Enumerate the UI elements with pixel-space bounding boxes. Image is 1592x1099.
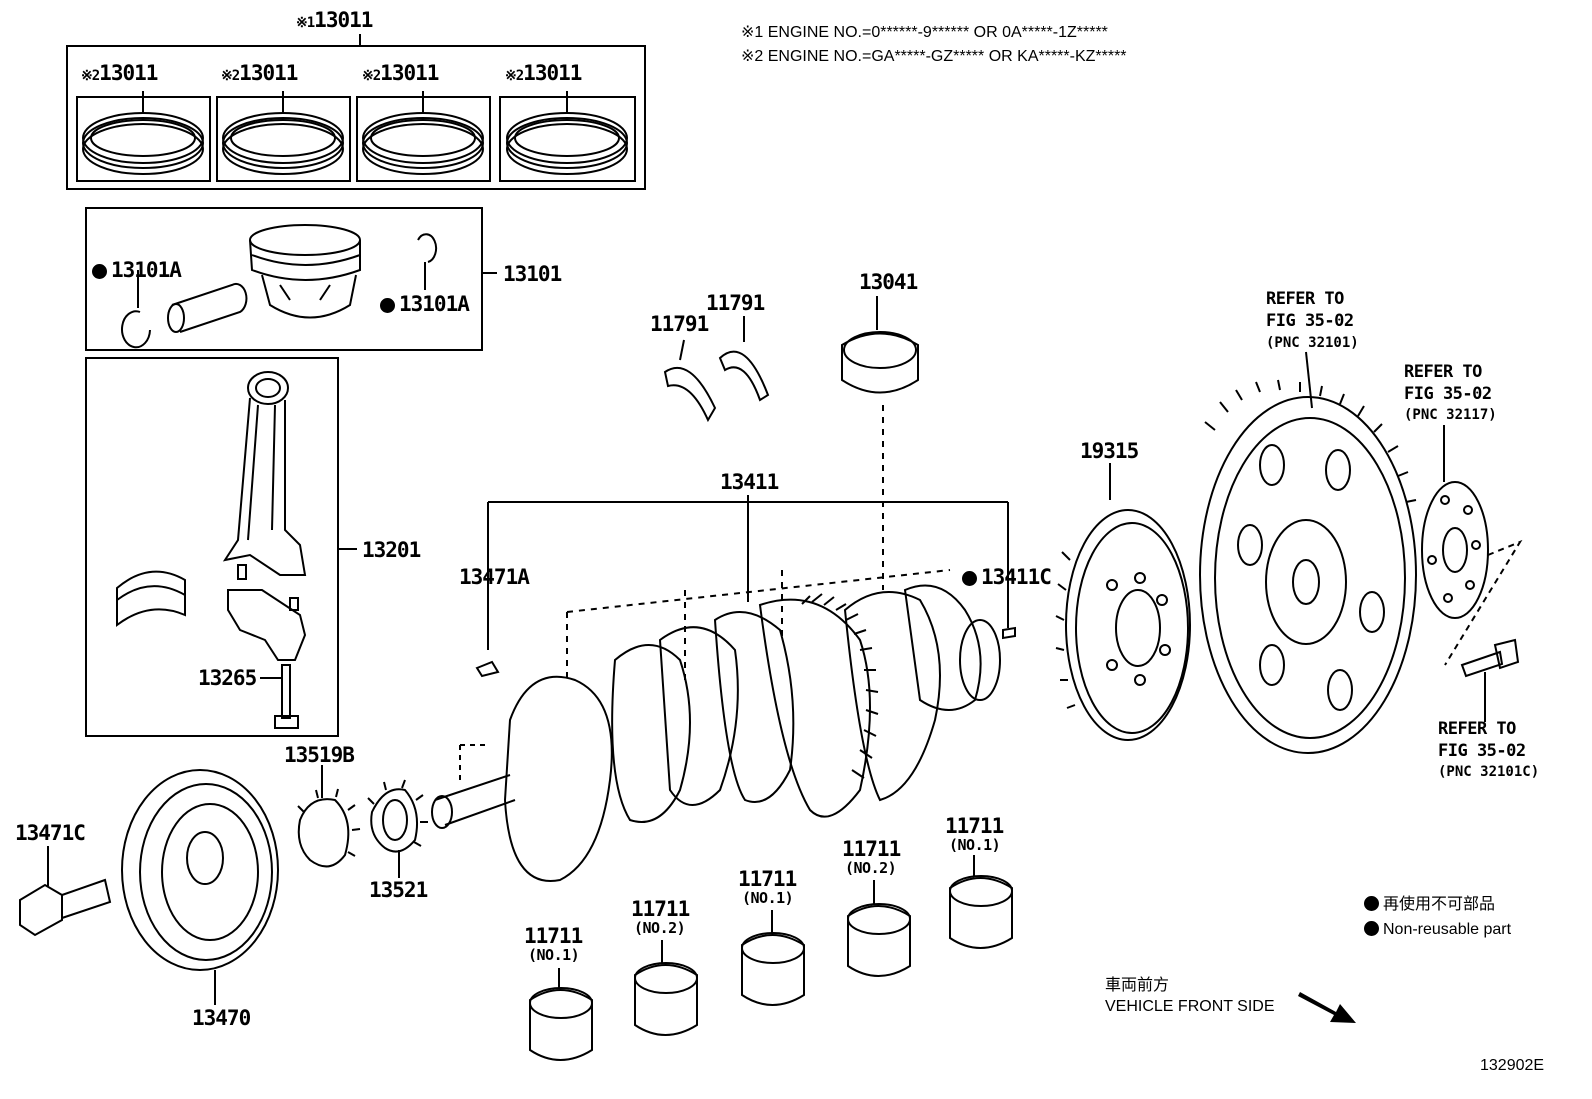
crank-pulley-icon xyxy=(121,769,279,971)
part-label-pulley-bolt[interactable]: 13471C xyxy=(15,821,86,845)
non-reusable-dot-icon xyxy=(962,571,977,586)
flywheel-icon xyxy=(1199,379,1417,754)
spacer-plate-icon xyxy=(1421,481,1489,619)
part-label-main-bearing-2[interactable]: 11711 xyxy=(631,897,690,921)
snap-ring-icon xyxy=(417,233,438,263)
part-label-ring-set-3[interactable]: ※213011 xyxy=(362,61,439,85)
main-bearing-icon xyxy=(741,932,805,1006)
part-label-ring-set-group[interactable]: ※113011 xyxy=(296,8,373,32)
part-label-main-bearing-1[interactable]: 11711 xyxy=(524,924,583,948)
part-label-main-bearing-5[interactable]: 11711 xyxy=(945,814,1004,838)
engine-note-2: ※2 ENGINE NO.=GA*****-GZ***** OR KA*****… xyxy=(741,48,1127,65)
reference-spacer-line3[interactable]: (PNC 32117) xyxy=(1404,407,1497,423)
ring-set-group-mark: ※1 xyxy=(296,15,315,31)
part-number: 13011 xyxy=(99,61,158,85)
non-reusable-dot-icon xyxy=(1364,896,1379,911)
snap-ring-icon xyxy=(121,310,151,349)
reference-bolt-line3[interactable]: (PNC 32101C) xyxy=(1438,764,1540,780)
piston-ring-icon xyxy=(362,91,484,175)
rod-bearing-icon xyxy=(116,570,186,628)
main-bearing-1-sub: (NO.1) xyxy=(528,946,580,964)
piston-ring-icon xyxy=(82,91,204,175)
pulley-bolt-icon xyxy=(19,878,112,937)
main-bearing-icon xyxy=(949,875,1013,949)
main-bearing-icon xyxy=(529,987,593,1061)
piston-ring-icon xyxy=(506,91,628,175)
connecting-rod-frame xyxy=(85,357,339,737)
part-label-rod-bolt[interactable]: 13265 xyxy=(198,666,257,690)
part-label-pulley[interactable]: 13470 xyxy=(192,1006,251,1030)
reference-spacer-line1: REFER TO xyxy=(1404,362,1482,382)
crank-key-icon xyxy=(475,660,500,678)
ring-set-mark: ※2 xyxy=(505,68,524,84)
part-number: 13011 xyxy=(239,61,298,85)
part-label-piston-clip-left[interactable]: 13101A xyxy=(92,260,182,281)
part-label-timing-gear[interactable]: 13519B xyxy=(284,743,355,767)
part-label-crank-key[interactable]: 13471A xyxy=(459,565,530,589)
thrust-washer-icon xyxy=(718,350,770,402)
main-bearing-icon xyxy=(634,962,698,1036)
piston-ring-icon xyxy=(222,91,344,175)
piston-pin-icon xyxy=(167,282,248,333)
part-number: 13011 xyxy=(314,8,373,32)
main-bearing-icon xyxy=(847,903,911,977)
reference-flywheel-line1: REFER TO xyxy=(1266,289,1344,309)
reference-flywheel-line3[interactable]: (PNC 32101) xyxy=(1266,335,1359,351)
crankshaft-icon xyxy=(431,584,1001,882)
part-label-rod-bearing[interactable]: 13041 xyxy=(859,270,918,294)
part-label-crank-sprocket[interactable]: 13521 xyxy=(369,878,428,902)
crank-sprocket-icon xyxy=(367,779,428,853)
bearing-shell-icon xyxy=(841,331,919,394)
part-label-connecting-rod[interactable]: 13201 xyxy=(362,538,421,562)
part-number: 13011 xyxy=(380,61,439,85)
piston-frame xyxy=(85,207,483,351)
part-label-crank-pin[interactable]: 13411C xyxy=(962,567,1052,588)
crank-pin-icon xyxy=(1002,626,1016,640)
main-bearing-3-sub: (NO.1) xyxy=(742,889,794,907)
reference-flywheel-line2: FIG 35-02 xyxy=(1266,311,1354,331)
part-label-main-bearing-4[interactable]: 11711 xyxy=(842,837,901,861)
ring-set-mark: ※2 xyxy=(362,68,381,84)
thrust-washer-icon xyxy=(663,366,717,423)
part-number: 13011 xyxy=(523,61,582,85)
flywheel-bolt-icon xyxy=(1460,638,1520,678)
ring-set-mark: ※2 xyxy=(221,68,240,84)
non-reusable-dot-icon xyxy=(92,264,107,279)
part-label-main-bearing-3[interactable]: 11711 xyxy=(738,867,797,891)
vehicle-front-arrow-icon xyxy=(1298,992,1356,1023)
main-bearing-5-sub: (NO.1) xyxy=(949,836,1001,854)
part-label-ring-set-4[interactable]: ※213011 xyxy=(505,61,582,85)
ring-set-group-frame xyxy=(66,45,646,190)
illustration-id: 132902E xyxy=(1480,1057,1545,1074)
engine-note-1: ※1 ENGINE NO.=0******-9****** OR 0A*****… xyxy=(741,24,1108,41)
part-label-ring-set-2[interactable]: ※213011 xyxy=(221,61,298,85)
non-reusable-dot-icon xyxy=(1364,921,1379,936)
connecting-rod-icon xyxy=(222,371,307,729)
non-reusable-dot-icon xyxy=(380,298,395,313)
drive-plate-icon xyxy=(1055,509,1191,741)
ring-set-mark: ※2 xyxy=(81,68,100,84)
main-bearing-4-sub: (NO.2) xyxy=(845,859,897,877)
part-label-thrust-washer-b[interactable]: 11791 xyxy=(706,291,765,315)
piston-icon xyxy=(249,224,361,319)
part-label-ring-set-1[interactable]: ※213011 xyxy=(81,61,158,85)
part-label-drive-plate[interactable]: 19315 xyxy=(1080,439,1139,463)
reference-bolt-line1: REFER TO xyxy=(1438,719,1516,739)
part-label-crankshaft[interactable]: 13411 xyxy=(720,470,779,494)
legend-en: Non-reusable part xyxy=(1364,921,1511,938)
reference-bolt-line2: FIG 35-02 xyxy=(1438,741,1526,761)
part-label-thrust-washer-a[interactable]: 11791 xyxy=(650,312,709,336)
direction-jp: 車両前方 xyxy=(1105,977,1170,994)
direction-en: VEHICLE FRONT SIDE xyxy=(1105,998,1275,1015)
reference-spacer-line2: FIG 35-02 xyxy=(1404,384,1492,404)
timing-gear-icon xyxy=(297,788,361,868)
part-label-piston-clip-right[interactable]: 13101A xyxy=(380,294,470,315)
main-bearing-2-sub: (NO.2) xyxy=(634,919,686,937)
legend-jp: 再使用不可部品 xyxy=(1364,896,1495,913)
part-label-piston[interactable]: 13101 xyxy=(503,262,562,286)
